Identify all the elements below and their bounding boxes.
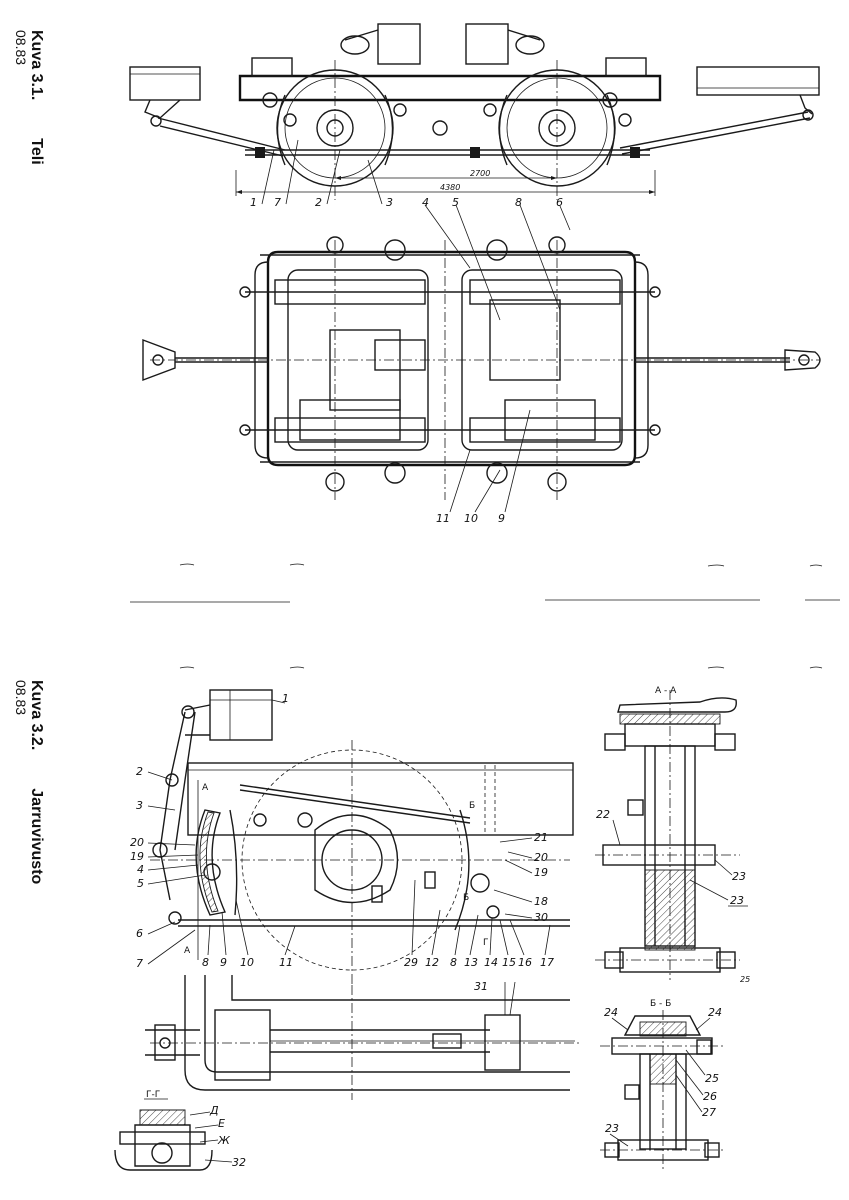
fig2-callout-32: 32 [232, 1156, 246, 1169]
callout-4: 4 [422, 196, 429, 209]
fig2-callout-15: 15 [502, 956, 516, 969]
fig2-label-d: Д [209, 1104, 219, 1117]
fig2-callout-1: 1 [282, 692, 289, 705]
fig2-callout-18: 18 [534, 895, 548, 908]
fig2-callout-27: 27 [702, 1106, 716, 1119]
wheelbase-dimension: 2700 [470, 169, 490, 178]
bogie-side-view: 2700 4380 1 7 2 3 4 5 8 6 [129, 23, 820, 321]
callout-6: 6 [556, 196, 563, 209]
fig2-callout-2: 2 [136, 765, 143, 778]
fig2-callout-10: 10 [240, 956, 254, 969]
fig2-callout-17: 17 [540, 956, 554, 969]
section-b-b-label: Б - Б [650, 999, 671, 1009]
callout-10: 10 [464, 512, 478, 525]
fig2-callout-22: 22 [596, 808, 610, 821]
fig2-callout-8-left: 8 [202, 956, 209, 969]
fig2-callout-14: 14 [484, 956, 498, 969]
callout-2: 2 [315, 196, 322, 209]
fig2-callout-11: 11 [279, 956, 293, 969]
section-mark-a-upper: A [202, 783, 209, 793]
fig2-callout-12: 12 [425, 956, 439, 969]
fig2-callout-20-left: 20 [130, 836, 144, 849]
brake-linkage-side-view: A A Б Б Г 1 2 3 20 19 4 5 6 7 8 [130, 689, 574, 985]
section-g-g: Г-Г Д Е Ж 32 [114, 1090, 246, 1171]
fig2-callout-25-label: 25 [740, 975, 750, 984]
fig2-callout-16: 16 [518, 956, 532, 969]
brake-linkage-plan-view: 31 [145, 975, 580, 1100]
section-mark-b-lower: Б [463, 893, 469, 903]
section-b-b: Б - Б 24 24 25 26 27 [600, 999, 725, 1170]
fig2-callout-4: 4 [137, 863, 144, 876]
bogie-plan-view: 11 10 9 [142, 236, 821, 525]
fig2-callout-29: 29 [404, 956, 418, 969]
fig2-callout-23-a: 23 [732, 870, 746, 883]
fig2-callout-13: 13 [464, 956, 478, 969]
callout-3: 3 [386, 196, 393, 209]
fig2-callout-20-right: 20 [534, 851, 548, 864]
fig2-label-zh: Ж [217, 1134, 231, 1147]
fig2-callout-24-right: 24 [708, 1006, 722, 1019]
callout-1: 1 [250, 196, 257, 209]
section-mark-a-lower: A [184, 946, 191, 956]
section-g-g-label: Г-Г [146, 1090, 160, 1100]
section-a-a: A - A 22 23 23 25 [595, 686, 750, 984]
section-a-a-label: A - A [655, 686, 677, 696]
fig2-callout-3: 3 [136, 799, 143, 812]
callout-7: 7 [274, 196, 281, 209]
fig2-callout-8-right: 8 [450, 956, 457, 969]
fig2-label-e: Е [218, 1117, 225, 1130]
fig2-callout-26: 26 [703, 1090, 717, 1103]
fig2-callout-25: 25 [705, 1072, 719, 1085]
section-mark-g: Г [483, 938, 489, 948]
overall-length-dimension: 4380 [440, 183, 460, 192]
scan-artifacts [130, 563, 840, 669]
section-mark-b-upper: Б [469, 801, 475, 811]
fig2-callout-7: 7 [136, 957, 143, 970]
callout-8: 8 [515, 196, 522, 209]
callout-11: 11 [436, 512, 450, 525]
fig2-callout-24-left: 24 [604, 1006, 618, 1019]
callout-5: 5 [452, 196, 459, 209]
callout-9: 9 [498, 512, 505, 525]
fig2-callout-23-b: 23 [730, 894, 744, 907]
fig2-callout-21: 21 [534, 831, 548, 844]
fig2-callout-31: 31 [474, 980, 488, 993]
fig2-callout-5: 5 [137, 877, 144, 890]
fig2-callout-9: 9 [220, 956, 227, 969]
fig2-callout-6: 6 [136, 927, 143, 940]
fig2-callout-23-c: 23 [605, 1122, 619, 1135]
fig2-callout-19-right: 19 [534, 866, 548, 879]
fig2-callout-19-left: 19 [130, 850, 144, 863]
fig2-callout-30: 30 [534, 911, 548, 924]
